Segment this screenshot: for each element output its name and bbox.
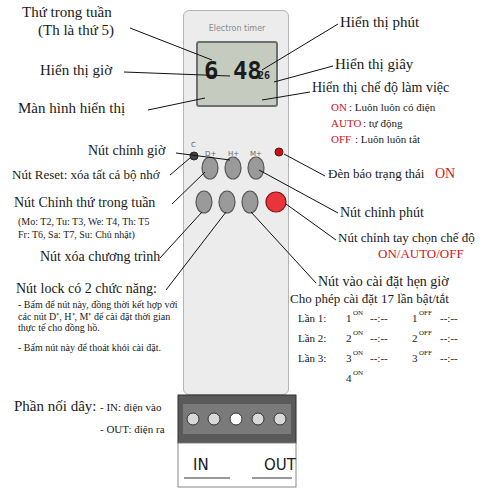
leader-line — [170, 158, 190, 175]
terminal-label: IN — [193, 457, 209, 474]
annotation: Hiển thị phút — [340, 14, 419, 31]
schedule-time: --:-- — [370, 312, 388, 325]
leader-line — [274, 66, 333, 82]
day-button — [202, 157, 218, 179]
leader-line — [172, 172, 205, 204]
leader-line — [166, 212, 226, 290]
annotation-note: - OUT: điện ra — [100, 423, 165, 436]
timer-body: Electron timer 6 4826 — [183, 10, 289, 395]
annotation-note: : Luôn luôn có điện — [349, 101, 435, 114]
mode-name: AUTO — [331, 117, 361, 130]
annotation-note: Fr: T6, Sa: T7, Su: Chủ nhật) — [18, 229, 135, 241]
mode-name: OFF — [331, 133, 351, 146]
lcd-screen: 6 4826 — [196, 41, 278, 107]
status-led — [275, 148, 283, 156]
annotation-note: (Mo: T2, Tu: T3, We: T4, Th: T5 — [18, 216, 149, 228]
annotation: Nút lock có 2 chức năng: — [16, 281, 157, 297]
schedule-time: --:-- — [370, 352, 388, 365]
schedule-state: ON — [353, 309, 363, 317]
leader-line — [262, 92, 310, 100]
annotation: Nút vào cài đặt hẹn giờ — [318, 274, 449, 290]
terminal-mark — [252, 478, 292, 479]
lcd-time: 6 48 — [204, 59, 260, 83]
mode-name: ON — [331, 101, 347, 114]
schedule-state: ON — [353, 329, 363, 337]
leader-line — [160, 212, 202, 258]
lock-button — [219, 191, 235, 213]
terminal-block — [178, 395, 296, 443]
cancel-button — [196, 191, 212, 213]
annotation-note: : Luôn luôn tắt — [355, 133, 420, 146]
schedule-state: ON — [353, 369, 363, 377]
annotation: Đèn báo trạng thái — [328, 167, 424, 182]
annotation: Nút chỉnh phút — [340, 205, 424, 221]
annotation: (Th là thứ 5) — [38, 22, 114, 39]
lcd-seconds: 26 — [258, 71, 276, 81]
schedule-index: 2 — [346, 332, 352, 345]
mode-name: ON — [435, 166, 455, 182]
schedule-time: --:-- — [370, 332, 388, 345]
schedule-time: --:-- — [440, 352, 458, 365]
annotation: Hiển thị chế độ làm việc — [312, 80, 449, 96]
terminal-screw — [187, 413, 199, 425]
leader-line — [148, 98, 205, 110]
annotation: Nút chỉnh tay chọn chế độ — [338, 231, 475, 246]
annotation-note: - Bấm để nút này, đồng thời kết hợp với … — [18, 299, 183, 334]
annotation-heading: Thứ trong tuần — [22, 4, 112, 21]
terminal-mark — [184, 478, 230, 479]
annotation: Hiển thị giờ — [40, 62, 112, 79]
terminal-inner — [183, 404, 291, 434]
annotation: Nút Reset: xóa tất cả bộ nhớ — [12, 168, 160, 183]
manual-button — [266, 192, 286, 212]
schedule-time: --:-- — [440, 332, 458, 345]
leader-line — [124, 72, 230, 76]
terminal-screw — [252, 413, 264, 425]
schedule-index: 3 — [346, 352, 352, 365]
schedule-state: OFF — [419, 309, 432, 317]
schedule-index: 1 — [346, 312, 352, 325]
device-label: Electron timer — [184, 25, 290, 33]
annotation: Phần nối dây: — [14, 398, 97, 415]
annotation-note: - IN: điện vào — [100, 401, 161, 414]
terminal-panel — [178, 443, 296, 487]
minute-button — [248, 157, 264, 179]
annotation: Nút xóa chương trình — [40, 249, 160, 265]
schedule-state: ON — [353, 349, 363, 357]
schedule-index: 1 — [412, 312, 418, 325]
leader-line — [259, 170, 338, 213]
schedule-index: 3 — [412, 352, 418, 365]
leader-line — [284, 154, 325, 176]
schedule-state: OFF — [419, 349, 432, 357]
mode-name: ON/AUTO/OFF — [378, 247, 464, 262]
schedule-row: Lần 2: — [298, 332, 326, 345]
terminal-screw — [230, 413, 242, 425]
hour-button — [225, 157, 241, 179]
leader-line — [251, 212, 316, 283]
terminal-screw — [274, 413, 286, 425]
annotation-note: - Bấm nút này để thoát khỏi cài đặt. — [18, 342, 188, 354]
schedule-row: Lần 3: — [298, 352, 326, 365]
leader-line — [176, 153, 230, 160]
leader-line — [130, 28, 212, 60]
terminal-label: OUT — [264, 457, 296, 474]
schedule-time: --:-- — [440, 312, 458, 325]
reset-button — [190, 152, 198, 160]
timer-button — [242, 191, 258, 213]
annotation: Nút Chỉnh thứ trong tuần — [14, 195, 155, 211]
schedule-row: Lần 1: — [298, 312, 326, 325]
annotation-note: : tự động — [363, 117, 403, 130]
leader-line — [262, 24, 338, 70]
terminal-screw — [208, 413, 220, 425]
annotation: Nút chỉnh giờ — [88, 143, 165, 159]
annotation: Cho phép cài đặt 17 lần bật/tắt — [290, 292, 449, 307]
annotation: Hiển thị giây — [335, 56, 413, 73]
schedule-index: 4 — [346, 372, 352, 385]
annotation: Màn hình hiển thị — [18, 100, 125, 117]
schedule-state: OFF — [419, 329, 432, 337]
schedule-index: 2 — [412, 332, 418, 345]
leader-line — [286, 204, 336, 240]
